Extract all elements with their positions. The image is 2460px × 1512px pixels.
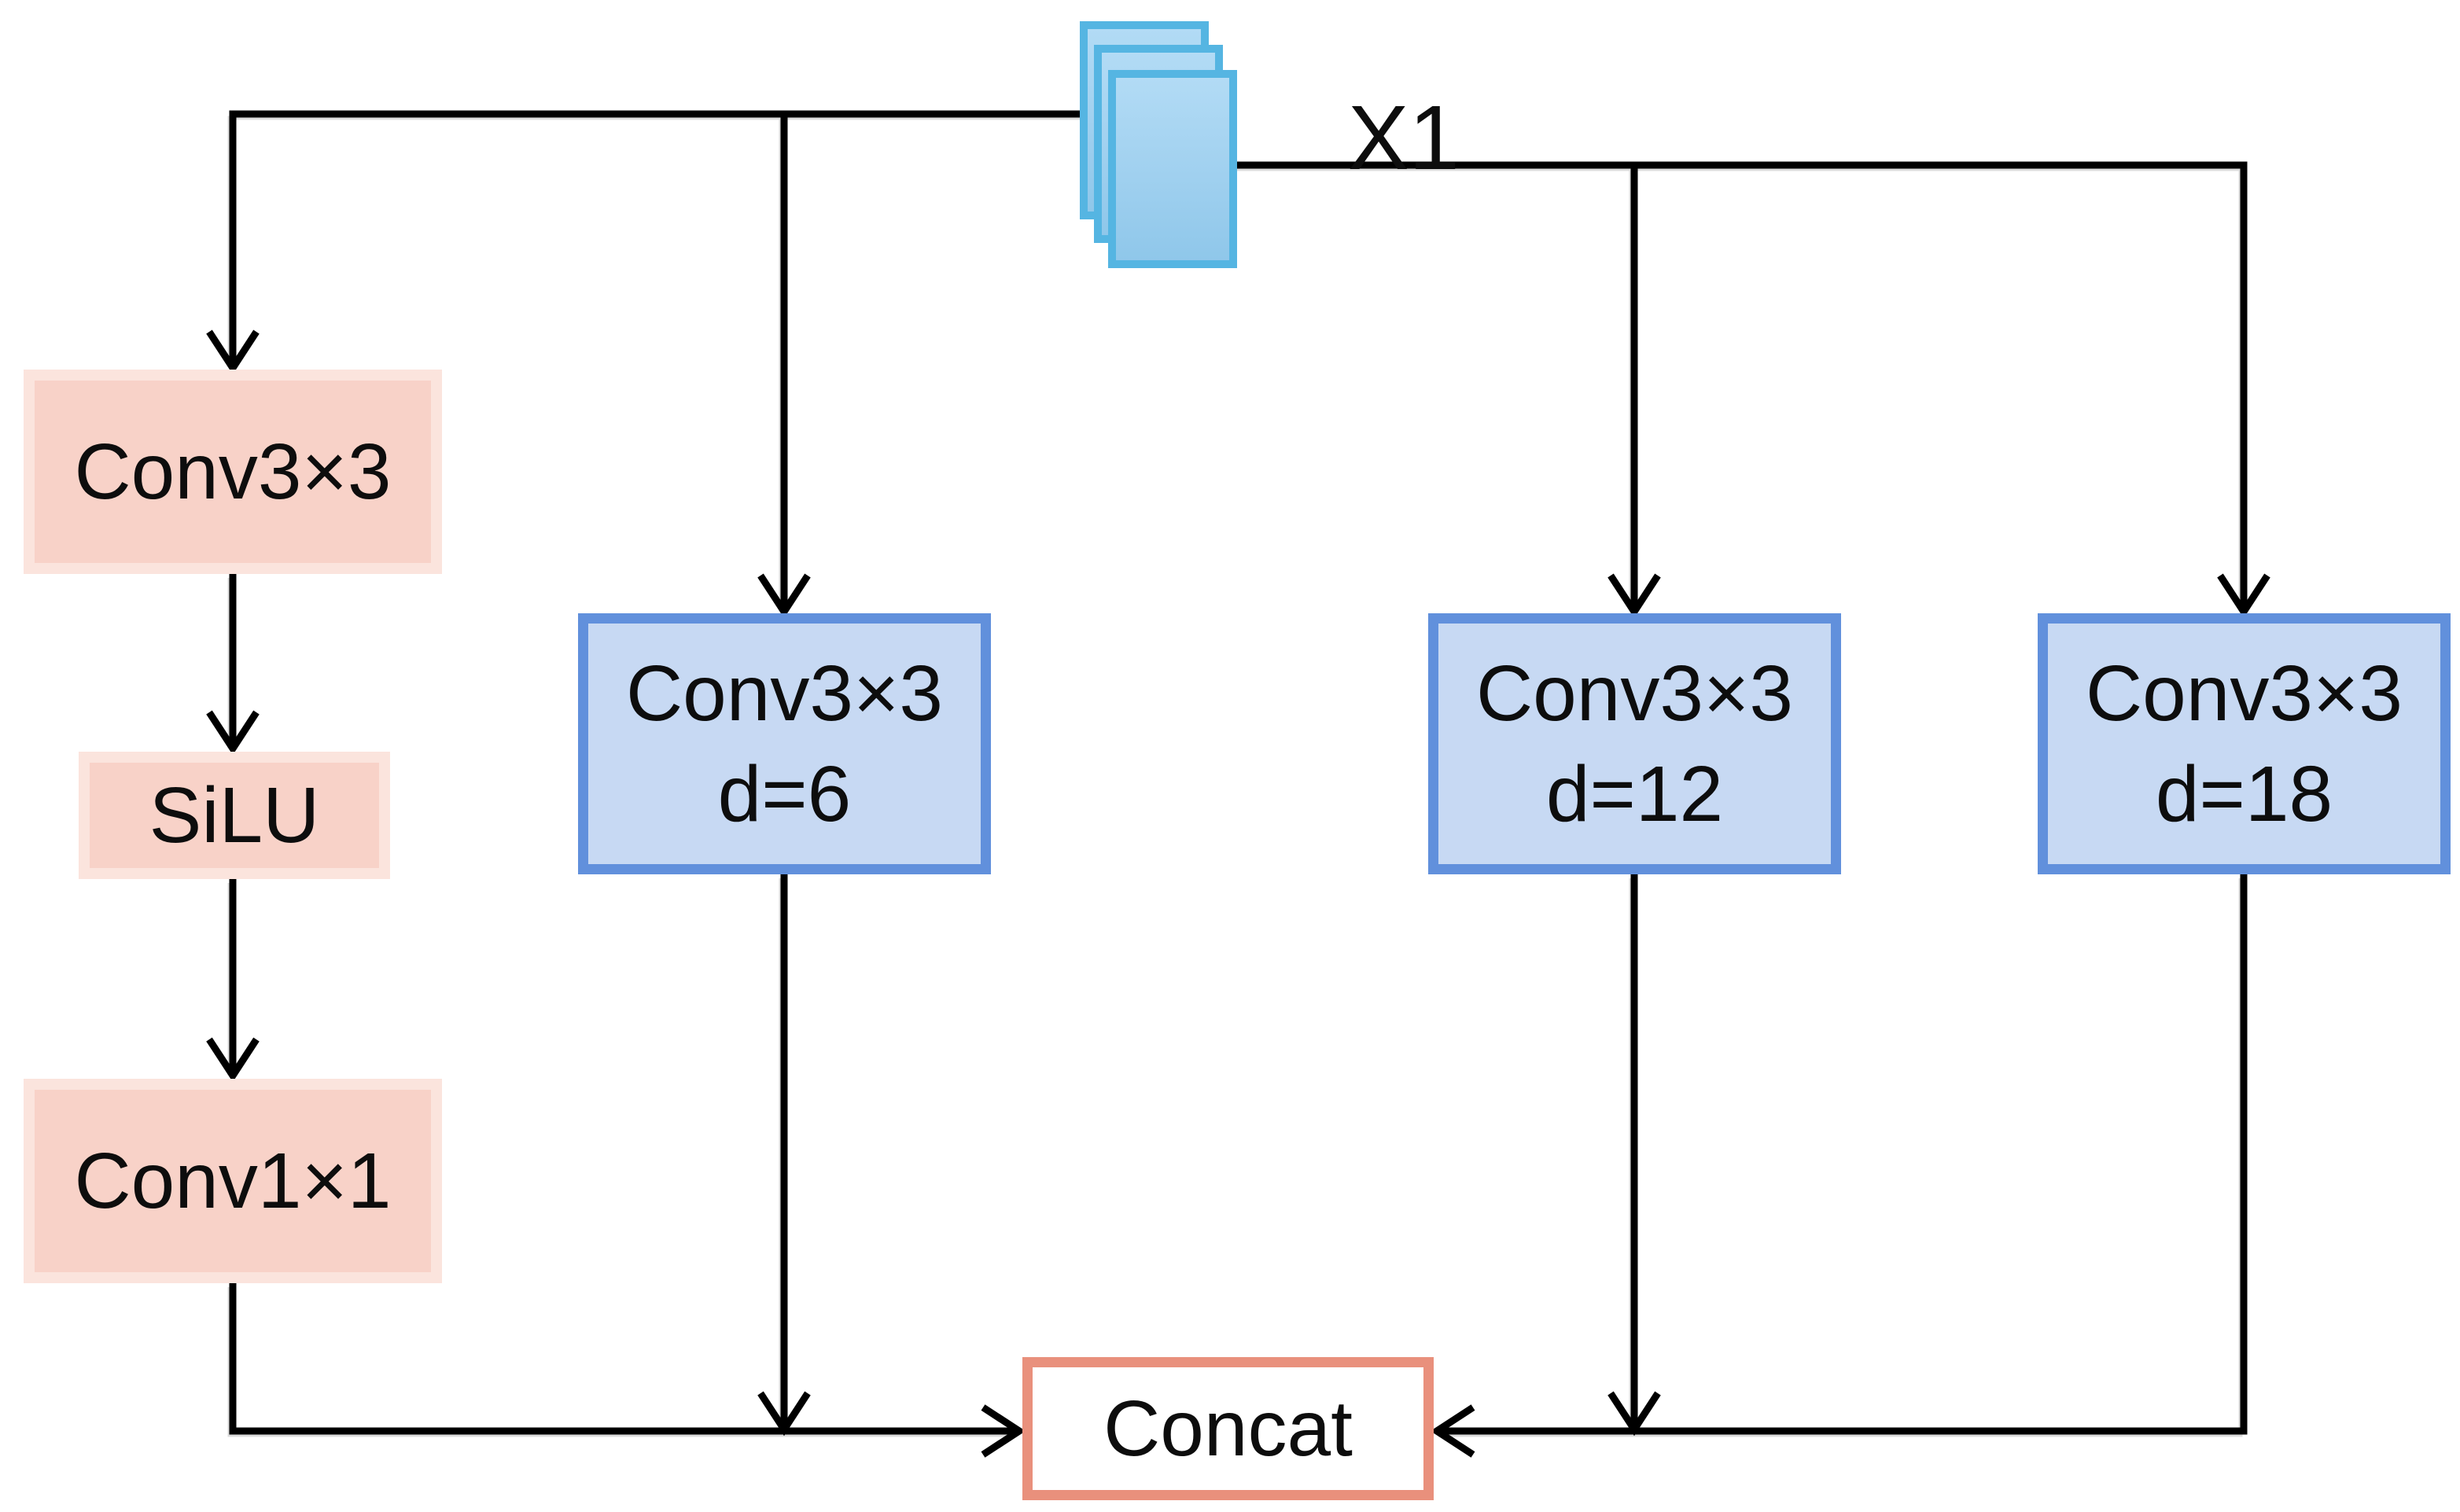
wire-conv1-to-concat [229,1283,1015,1435]
arrowhead-down-d18 [2217,573,2270,619]
node-d6-sublabel: d=6 [717,750,852,838]
wire-input-to-left-branch [229,110,1164,363]
arrowhead-down-silu [206,710,260,756]
arrowhead-down-d12 [1607,573,1661,619]
connectors [229,110,2248,1435]
arrowhead-down-d6 [757,573,811,619]
arrowhead-left-concat [1430,1404,1475,1458]
arrowhead-right-concat [981,1404,1026,1458]
node-d18-label: Conv3×3 [2085,649,2403,738]
node-d12-sublabel: d=12 [1545,750,1724,838]
arrowheads [206,329,2270,1458]
node-dilated-conv-d18: Conv3×3 d=18 [2038,613,2451,874]
arrowhead-down-join-d6 [757,1391,811,1437]
node-d18-sublabel: d=18 [2155,750,2333,838]
node-conv1x1: Conv1×1 [24,1079,442,1283]
wire-d18-to-concat [1442,874,2248,1435]
node-conv1x1-label: Conv1×1 [74,1137,392,1225]
node-d6-label: Conv3×3 [625,649,944,738]
node-dilated-conv-d12: Conv3×3 d=12 [1428,613,1841,874]
node-silu: SiLU [79,752,390,879]
arrowhead-down-conv3 [206,329,260,375]
arrowhead-down-conv1 [206,1037,260,1083]
node-silu-label: SiLU [149,771,320,859]
feature-map-sheet-front [1108,70,1237,268]
node-d12-label: Conv3×3 [1475,649,1794,738]
connector-shadows [227,116,2243,1437]
input-label: X1 [1348,86,1460,189]
node-concat-label: Concat [1103,1385,1353,1473]
arrowhead-down-join-d12 [1607,1391,1661,1437]
node-conv3x3-label: Conv3×3 [74,428,392,516]
wire-input-to-d18 [1180,161,2248,607]
node-concat: Concat [1022,1357,1434,1500]
node-conv3x3: Conv3×3 [24,370,442,574]
node-dilated-conv-d6: Conv3×3 d=6 [578,613,991,874]
